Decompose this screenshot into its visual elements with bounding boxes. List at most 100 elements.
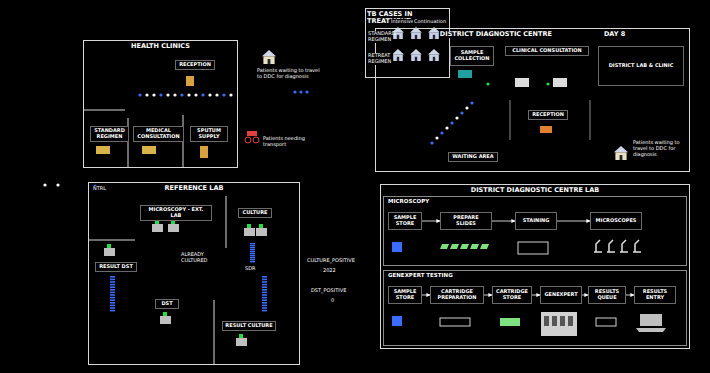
tube-rack <box>262 302 267 304</box>
node-label: MEDICAL CONSULTATION <box>135 128 182 140</box>
process-station: RECEPTION <box>175 60 215 70</box>
tube-rack <box>110 279 115 281</box>
process-station: RESULT CULTURE <box>222 321 276 331</box>
node-label: CLINICAL CONSULTATION <box>511 48 583 54</box>
node-label: SAMPLE COLLECTION <box>452 50 492 62</box>
machine-module <box>544 316 549 326</box>
node-label: RECEPTION <box>178 62 212 68</box>
tube-rack <box>110 292 115 294</box>
patient-dot <box>194 93 197 96</box>
annotation-text: Intensive <box>390 19 414 25</box>
patient-dot <box>450 121 453 124</box>
tube-rack <box>110 276 115 278</box>
patient-dot <box>187 93 190 96</box>
lab-instrument <box>152 224 163 232</box>
microscope-icon <box>633 240 641 252</box>
house-door <box>415 35 417 39</box>
process-station: MICROSCOPY - EXT. LAB <box>140 205 212 221</box>
process-station: SPUTUM SUPPLY <box>190 126 228 142</box>
tube-rack <box>110 297 115 299</box>
tube-rack <box>250 249 255 250</box>
flow-arrow <box>492 221 515 222</box>
tube-rack <box>110 294 115 296</box>
flow-arrow <box>422 295 430 296</box>
text-row: GENEXPERT TESTING <box>384 271 686 279</box>
process-station: WAITING AREA <box>448 152 498 162</box>
tube-rack <box>262 294 267 296</box>
area-panel: DISTRICT DIAGNOSTIC CENTRE LAB MICROSCOPY… <box>380 184 690 349</box>
lab-instrument <box>244 228 255 236</box>
tube-rack <box>262 276 267 278</box>
lab-section: MICROSCOPYSAMPLE STOREPREPARE SLIDESSTAI… <box>383 196 687 266</box>
node-label: HEALTH CLINICS <box>130 43 191 50</box>
node-label: GENEXPERT TESTING <box>387 272 454 278</box>
house-wall <box>615 152 626 160</box>
house-wall <box>429 32 439 39</box>
text-row: CARTRIDGE PREPARATION <box>431 287 483 303</box>
machine-module <box>552 316 557 326</box>
patient-dot <box>180 93 183 96</box>
patient-dot <box>56 183 59 186</box>
text-row: MICROSCOPY - EXT. LAB <box>141 206 211 220</box>
tube-rack <box>110 284 115 286</box>
bike-wheel <box>245 137 251 143</box>
process-station: STANDARD REGIMEN <box>90 126 129 142</box>
lab-instrument <box>236 338 247 346</box>
patient-dot <box>208 93 211 96</box>
text-row: WAITING AREA <box>449 153 497 161</box>
node-label: DISTRICT DIAGNOSTIC CENTRE LAB <box>470 187 600 194</box>
tube-rack <box>110 299 115 301</box>
node-label: REFERENCE LAB <box>164 185 225 192</box>
node-label: DISTRICT LAB & CLINIC <box>608 63 675 69</box>
bike-body <box>247 131 257 136</box>
tube-rack <box>250 251 255 252</box>
node-label: MICROSCOPES <box>595 218 638 224</box>
tube-rack <box>110 307 115 309</box>
node-label: CARTRIDGE STORE <box>494 289 530 301</box>
cartridge-box <box>500 318 520 326</box>
text-row: SAMPLE STORE <box>389 213 421 229</box>
house-door <box>268 59 271 64</box>
patient-dot <box>460 111 463 114</box>
process-station: CARTRIDGE PREPARATION <box>430 286 484 304</box>
tube-rack <box>250 247 255 248</box>
tube-rack <box>110 305 115 307</box>
text-row: GENEXPERT <box>541 287 581 303</box>
text-row: HEALTH CLINICS <box>84 41 237 50</box>
node-label: CULTURE <box>242 210 269 216</box>
patient-dot <box>546 82 549 85</box>
text-row: REFERENCE LAB <box>89 183 299 192</box>
annotation-text: Patients needing transport <box>262 136 320 148</box>
status-light <box>239 334 243 338</box>
house-wall <box>411 32 421 39</box>
lab-instrument <box>168 224 179 232</box>
text-row: DISTRICT DIAGNOSTIC CENTREDAY 8 <box>376 29 689 38</box>
tube-rack <box>250 253 255 254</box>
slide <box>440 244 449 249</box>
text-row: MEDICAL CONSULTATION <box>134 127 183 141</box>
text-row: DISTRICT DIAGNOSTIC CENTRE LAB <box>381 185 689 194</box>
wall-line <box>226 196 227 248</box>
patient-dot <box>486 82 489 85</box>
text-row: RESULTS ENTRY <box>635 287 675 303</box>
prep-bench <box>440 318 470 326</box>
text-row: STAINING <box>516 213 556 229</box>
node-label: CARTRIDGE PREPARATION <box>432 289 482 301</box>
text-row: CLINICAL CONSULTATION <box>506 47 588 55</box>
tube-rack <box>262 279 267 281</box>
results-tray <box>596 318 616 326</box>
patient-dot <box>201 93 204 96</box>
microscope-icon <box>594 240 602 252</box>
node-label: DAY 8 <box>603 31 626 38</box>
text-row: CARTRIDGE STORE <box>493 287 531 303</box>
annotation-text: SDR <box>244 266 257 272</box>
screen <box>458 70 472 78</box>
house-roof <box>428 49 440 54</box>
text-row: RECEPTION <box>529 111 567 119</box>
patient-dot <box>455 116 458 119</box>
text-row: RESULT DST <box>96 263 136 271</box>
status-light <box>107 244 111 248</box>
microscope-icon <box>607 240 615 252</box>
tube-rack <box>262 307 267 309</box>
process-station: CULTURE <box>238 208 272 218</box>
